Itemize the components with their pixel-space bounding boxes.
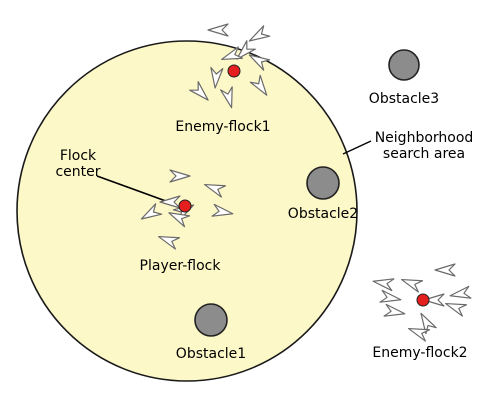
enemy-flock1-agent: [236, 40, 256, 60]
flock-center-label-line1: Flock: [60, 148, 97, 164]
enemy-flock2-center: [416, 293, 430, 307]
player-flock-label: Player-flock: [140, 258, 222, 274]
enemy-flock2-agent: [420, 312, 437, 335]
enemy-flock1-agent: [221, 46, 244, 61]
enemy-flock2-agent: [401, 278, 424, 293]
player-flock-agent: [211, 203, 234, 217]
enemy-flock2-agent: [423, 293, 445, 307]
flock-center-leader-line: [96, 175, 175, 205]
enemy-flock2-agent: [434, 263, 456, 277]
obstacle1-circle: [194, 303, 228, 337]
obstacle2-circle: [306, 166, 340, 200]
neighborhood-label-line1: Neighborhood: [375, 130, 474, 146]
enemy-flock1-agent: [220, 86, 233, 109]
player-flock-agent: [169, 169, 191, 183]
player-flock-agent: [158, 235, 181, 250]
enemy-flock1-agent: [210, 66, 224, 89]
player-flock-agent: [159, 195, 181, 209]
enemy-flock2-agent: [408, 327, 431, 342]
neighborhood-label-line2: search area: [383, 146, 465, 162]
obstacle2-label: Obstacle2: [288, 206, 358, 222]
enemy-flock1-agent: [207, 23, 229, 37]
obstacle3-label: Obstacle3: [369, 91, 439, 107]
player-flock-agent: [204, 183, 227, 198]
enemy-flock1-agent: [248, 54, 271, 71]
enemy-flock1-center: [227, 64, 241, 78]
enemy-flock2-label: Enemy-flock2: [372, 345, 467, 361]
obstacle1-label: Obstacle1: [176, 346, 246, 362]
enemy-flock1-label: Enemy-flock1: [175, 119, 270, 135]
neighborhood-leader-line: [342, 140, 372, 155]
enemy-flock2-agent: [445, 302, 468, 317]
enemy-flock2-agent: [372, 278, 395, 292]
enemy-flock2-agent: [379, 289, 402, 303]
player-flock-center: [178, 199, 192, 213]
enemy-flock2-agents: [372, 263, 472, 342]
enemy-flock1-agent: [248, 25, 271, 42]
player-flock-agent: [168, 212, 191, 228]
enemy-flock2-agent: [383, 303, 406, 317]
obstacle3-circle: [388, 49, 420, 81]
enemy-flock1-agent: [249, 74, 268, 96]
player-flock-agent: [140, 203, 163, 220]
enemy-flock2-agent: [449, 285, 472, 299]
flock-center-label-line2: center: [55, 164, 100, 180]
enemy-flock1-agent: [189, 81, 209, 101]
enemy-flock1-agents: [189, 23, 271, 109]
